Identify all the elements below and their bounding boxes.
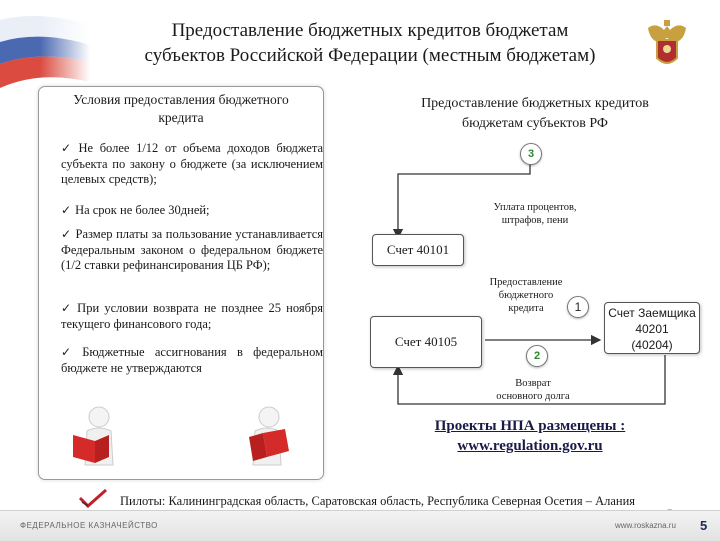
npa-notice[interactable]: Проекты НПА размещены : www.regulation.g…: [380, 416, 680, 456]
title-line-1: Предоставление бюджетных кредитов бюджет…: [171, 20, 569, 41]
npa-line-1: Проекты НПА размещены :: [434, 418, 626, 434]
return-label-line-1: Возврат: [515, 378, 551, 389]
condition-item: ✓Размер платы за пользование устанавлива…: [61, 227, 323, 274]
provision-label-line-1: Предоставление: [489, 277, 563, 288]
condition-item: ✓Бюджетные ассигнования в федеральном бю…: [61, 345, 323, 376]
diagram-heading-line-2: бюджетам субъектов РФ: [462, 116, 608, 131]
interest-payment-label: Уплата процентов, штрафов, пени: [480, 201, 590, 227]
condition-text: При условии возврата не позднее 25 ноябр…: [61, 301, 323, 331]
pilot-regions: Пилоты: Калининградская область, Саратов…: [120, 494, 636, 508]
checkmark-logo-icon: [78, 488, 107, 508]
interest-label-line-2: штрафов, пени: [501, 215, 569, 226]
borrower-account-box: Счет Заемщика 40201 (40204): [604, 302, 700, 354]
conditions-panel: Условия предоставления бюджетного кредит…: [38, 86, 324, 480]
credit-provision-label: Предоставление бюджетного кредита: [478, 276, 574, 315]
condition-text: Бюджетные ассигнования в федеральном бюд…: [61, 345, 323, 375]
diagram-heading-line-1: Предоставление бюджетных кредитов: [421, 96, 649, 111]
account-40105-box: Счет 40105: [370, 316, 482, 368]
title-line-2: субъектов Российской Федерации (местным …: [144, 45, 596, 66]
page-number: 5: [700, 518, 708, 533]
borrower-line-1: Счет Заемщика: [608, 306, 696, 320]
provision-label-line-3: кредита: [508, 303, 544, 314]
conditions-heading-line-2: кредита: [158, 110, 204, 125]
provision-label-line-2: бюджетного: [498, 290, 554, 301]
return-label-line-2: основного долга: [496, 391, 570, 402]
checkmark-icon: ✓: [61, 227, 72, 241]
person-reading-icon: [249, 406, 289, 466]
step-3-badge: 3: [520, 143, 542, 165]
footer-site[interactable]: www.roskazna.ru: [615, 521, 676, 530]
conditions-heading-line-1: Условия предоставления бюджетного: [73, 92, 289, 107]
checkmark-icon: ✓: [61, 203, 72, 217]
borrower-line-3: (40204): [631, 338, 673, 352]
treasury-emblem-icon: [648, 20, 686, 64]
footer-org: ФЕДЕРАЛЬНОЕ КАЗНАЧЕЙСТВО: [20, 521, 158, 530]
checkmark-icon: ✓: [61, 301, 74, 315]
person-reading-icon: [73, 406, 114, 466]
step-1-badge: 1: [567, 296, 589, 318]
diagram-heading: Предоставление бюджетных кредитов бюджет…: [370, 94, 700, 134]
russian-flag-icon: [0, 0, 90, 90]
condition-text: Размер платы за пользование устанавливае…: [61, 227, 323, 272]
checkmark-icon: ✓: [61, 141, 75, 155]
interest-label-line-1: Уплата процентов,: [493, 202, 577, 213]
principal-return-label: Возврат основного долга: [488, 377, 578, 403]
conditions-heading: Условия предоставления бюджетного кредит…: [39, 91, 323, 127]
condition-text: Не более 1/12 от объема доходов бюджета …: [61, 141, 323, 186]
condition-item: ✓На срок не более 30дней;: [61, 203, 323, 219]
footer-bar: ФЕДЕРАЛЬНОЕ КАЗНАЧЕЙСТВО www.roskazna.ru…: [0, 510, 720, 541]
step-2-badge: 2: [526, 345, 548, 367]
borrower-line-2: 40201: [635, 322, 669, 336]
account-40101-box: Счет 40101: [372, 234, 464, 266]
npa-link[interactable]: www.regulation.gov.ru: [457, 438, 603, 454]
condition-item: ✓При условии возврата не позднее 25 нояб…: [61, 301, 323, 332]
condition-item: ✓Не более 1/12 от объема доходов бюджета…: [61, 141, 323, 188]
page-title: Предоставление бюджетных кредитов бюджет…: [100, 18, 640, 68]
checkmark-icon: ✓: [61, 345, 79, 359]
condition-text: На срок не более 30дней;: [75, 203, 210, 217]
